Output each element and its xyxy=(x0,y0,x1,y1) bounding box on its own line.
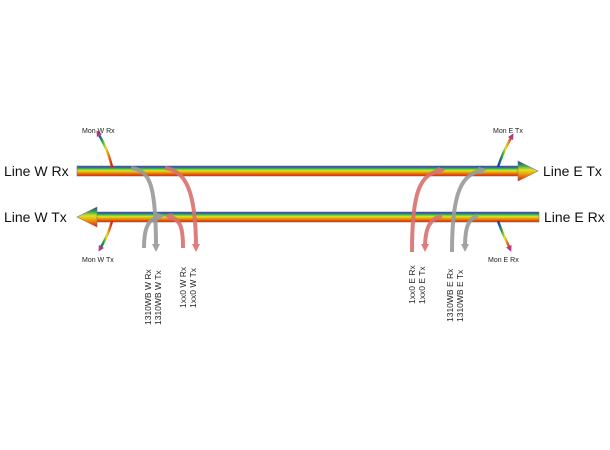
path-1310wb-e-rx xyxy=(450,166,487,253)
path-1xx0-e-tx xyxy=(421,214,443,252)
line-bus-west-to-east xyxy=(76,160,539,182)
label-1xx0-w-tx: 1xx0 W Tx xyxy=(188,267,198,308)
label-mon-w-rx: Mon W Rx xyxy=(82,128,115,135)
mon-e-rx-arrow xyxy=(496,220,512,252)
label-1xx0-w-rx: 1xx0 W Rx xyxy=(178,266,188,308)
label-line-e-tx: Line E Tx xyxy=(543,163,602,179)
label-1310wb-e-tx: 1310WB E Tx xyxy=(455,269,465,322)
path-1310wb-e-tx xyxy=(461,214,479,252)
label-line-w-rx: Line W Rx xyxy=(4,163,69,179)
mon-w-tx-arrow xyxy=(98,220,114,252)
label-mon-e-rx: Mon E Rx xyxy=(488,257,519,264)
path-1310wb-w-tx xyxy=(142,212,165,249)
label-1xx0-e-tx: 1xx0 E Tx xyxy=(417,266,427,304)
mon-w-rx-arrow xyxy=(96,130,114,168)
label-line-w-tx: Line W Tx xyxy=(4,209,67,225)
line-bus-east-to-west xyxy=(76,206,540,228)
label-line-e-rx: Line E Rx xyxy=(544,209,605,225)
label-1310wb-w-rx: 1310WB W Rx xyxy=(143,269,153,325)
east-arrowhead xyxy=(517,160,539,182)
path-1xx0-w-rx xyxy=(164,166,200,252)
label-1310wb-e-rx: 1310WB E Rx xyxy=(445,268,455,322)
path-1310wb-w-rx xyxy=(130,166,160,252)
label-1xx0-e-rx: 1xx0 E Rx xyxy=(407,265,417,304)
path-1xx0-w-tx xyxy=(164,213,185,249)
mon-e-tx-arrow xyxy=(496,133,514,168)
path-1xx0-e-rx xyxy=(410,166,446,253)
label-mon-e-tx: Mon E Tx xyxy=(493,128,523,135)
west-arrowhead xyxy=(76,206,98,228)
label-mon-w-tx: Mon W Tx xyxy=(82,257,114,264)
label-1310wb-w-tx: 1310WB W Tx xyxy=(153,270,163,325)
